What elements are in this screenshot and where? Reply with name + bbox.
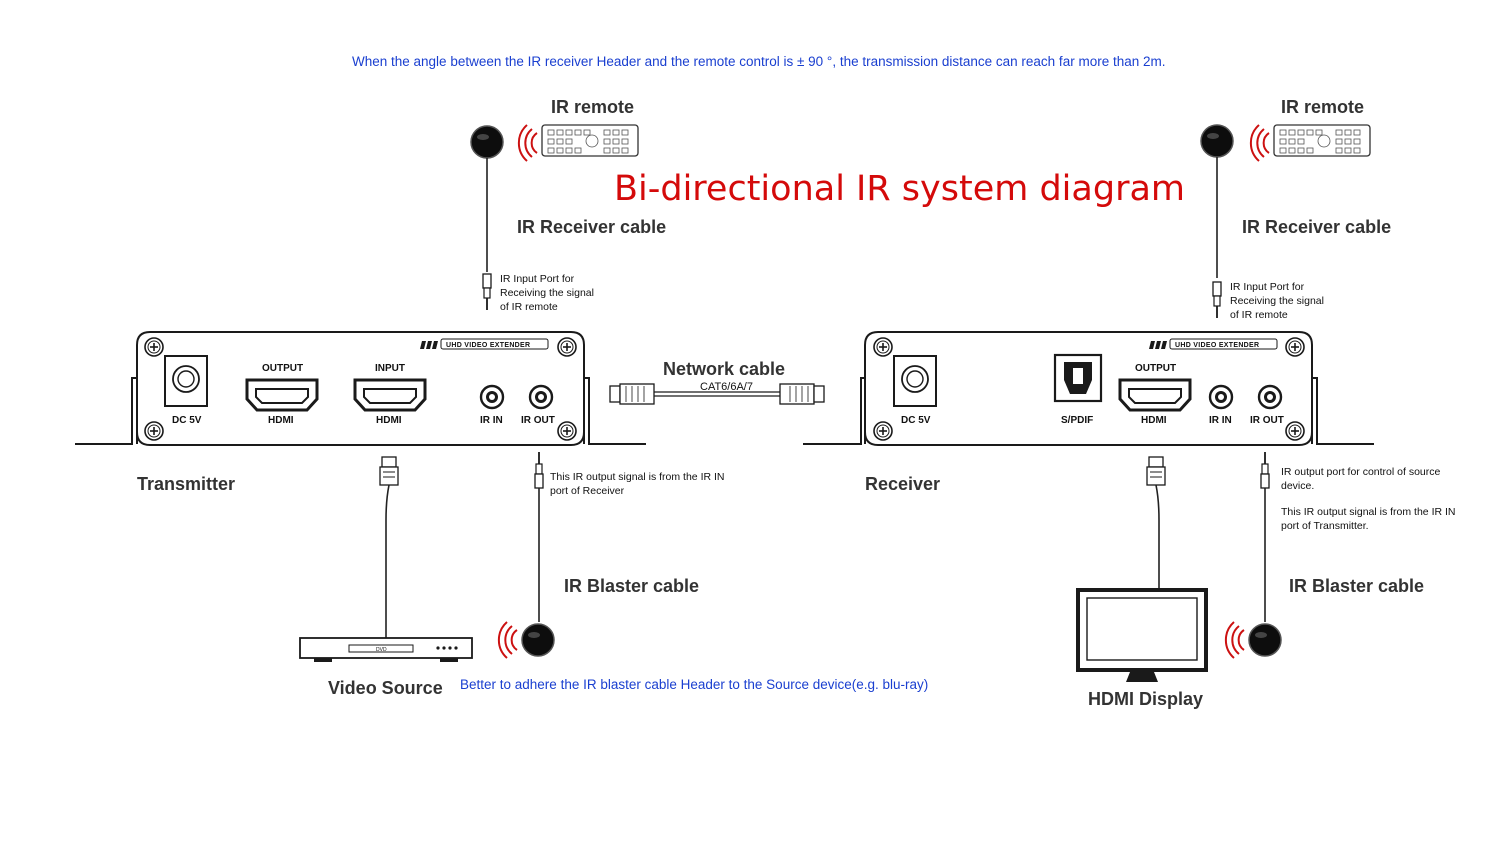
tx-ir-blaster-cable-label: IR Blaster cable [564, 576, 699, 596]
dvd-label: DVD [376, 647, 387, 653]
rx-ir-blaster-cable-label: IR Blaster cable [1289, 576, 1424, 596]
tx-output-label: OUTPUT [262, 363, 303, 374]
monitor-icon [1076, 588, 1208, 682]
rx-hdmi-plug-icon [1146, 456, 1166, 486]
tx-dc-label: DC 5V [172, 415, 202, 426]
rx-ir-output-note-line2: device. [1281, 480, 1314, 492]
rx-ir-receiver-cable-label: IR Receiver cable [1242, 217, 1391, 237]
video-source-label: Video Source [328, 678, 443, 698]
rx-badge-text: UHD VIDEO EXTENDER [1175, 342, 1259, 349]
tx-screw-icon-bl [144, 421, 164, 441]
rx-screw-icon-bl [873, 421, 893, 441]
tx-output-hdmi-label: HDMI [268, 415, 294, 426]
rx-ir-receiver-eye-icon [1200, 124, 1234, 158]
tx-screw-icon-br [557, 421, 577, 441]
header-note: When the angle between the IR receiver H… [352, 54, 1165, 69]
rx-ir-in-jack-icon [1208, 384, 1234, 410]
tx-ir-waves-icon [517, 124, 538, 162]
rx-output-label: OUTPUT [1135, 363, 1176, 374]
tx-device-body: UHD VIDEO EXTENDER DC 5V OUTPUT HDMI INP… [75, 331, 646, 446]
rx-dc-jack-icon [893, 355, 937, 407]
rx-ir-waves-icon [1249, 124, 1270, 162]
transmitter-group: IR remote IR Receiver cable IR Input Por… [75, 97, 727, 698]
rx-ir-output-note: IR output port for control of source dev… [1281, 466, 1458, 532]
rx-ir-out-label: IR OUT [1250, 415, 1284, 426]
network-cable-spec: CAT6/6A/7 [700, 381, 753, 393]
tx-ir-out-jack-icon [528, 384, 554, 410]
rj45-connector-icon-left [609, 383, 655, 405]
rx-ir-in-label: IR IN [1209, 415, 1232, 426]
rx-hdmi-cable-line [1155, 484, 1160, 590]
tx-ir-remote-label: IR remote [551, 97, 634, 117]
rx-ir-output-note-line5: port of Transmitter. [1281, 520, 1369, 532]
rx-screw-icon-br [1285, 421, 1305, 441]
rx-screw-icon-tr [1285, 337, 1305, 357]
dvd-player-icon: DVD [299, 637, 473, 662]
hdmi-display-label: HDMI Display [1088, 689, 1203, 709]
tx-hdmi-input-port-icon [353, 378, 427, 412]
rx-output-hdmi-label: HDMI [1141, 415, 1167, 426]
rx-ir-input-jack-icon [1212, 281, 1222, 319]
tx-ir-input-note-line1: IR Input Port for [500, 273, 575, 285]
rx-device-body: UHD VIDEO EXTENDER DC 5V S/PDIF OUTPUT H… [803, 331, 1374, 446]
tx-name-label: Transmitter [137, 474, 235, 494]
tx-ir-output-note-line2: port of Receiver [550, 485, 625, 497]
tx-badge-text: UHD VIDEO EXTENDER [446, 342, 530, 349]
diagram-title: Bi-directional IR system diagram [614, 169, 1185, 209]
tx-hdmi-plug-icon [379, 456, 399, 486]
tx-ir-receiver-cable-label: IR Receiver cable [517, 217, 666, 237]
tx-dc-jack-icon [164, 355, 208, 407]
tx-ir-input-note-line2: Receiving the signal [500, 287, 594, 299]
tx-input-label: INPUT [375, 363, 405, 374]
tx-ir-input-note: IR Input Port for Receiving the signal o… [500, 273, 597, 313]
tx-badge: UHD VIDEO EXTENDER [420, 338, 549, 350]
rx-spdif-port-icon [1053, 353, 1103, 403]
rx-ir-input-note: IR Input Port for Receiving the signal o… [1230, 281, 1327, 321]
network-cable-group: Network cable CAT6/6A/7 [609, 359, 825, 405]
tx-ir-remote-icon [541, 124, 639, 157]
tx-hdmi-cable-line [385, 484, 390, 640]
tx-ir-in-label: IR IN [480, 415, 503, 426]
tx-ir-receiver-eye-icon [470, 125, 504, 159]
rx-ir-input-note-line3: of IR remote [1230, 309, 1288, 321]
receiver-group: IR remote IR Receiver cable IR Input Por… [803, 97, 1458, 709]
rx-ir-output-note-line1: IR output port for control of source [1281, 466, 1440, 478]
tx-screw-icon-tr [557, 337, 577, 357]
tx-ir-blaster-eye-icon [521, 623, 555, 657]
rx-ir-input-note-line2: Receiving the signal [1230, 295, 1324, 307]
tx-screw-icon-tl [144, 337, 164, 357]
rx-ir-blaster-jack-icon [1260, 452, 1270, 489]
rx-ir-blaster-waves-icon [1224, 621, 1245, 659]
rx-screw-icon-tl [873, 337, 893, 357]
tx-ir-blaster-waves-icon [497, 621, 518, 659]
rx-hdmi-output-port-icon [1118, 378, 1192, 412]
rx-ir-remote-icon [1273, 124, 1371, 157]
tx-ir-input-jack-icon [482, 273, 492, 311]
tx-ir-output-note-line1: This IR output signal is from the IR IN [550, 471, 724, 483]
rx-name-label: Receiver [865, 474, 940, 494]
bottom-note: Better to adhere the IR blaster cable He… [460, 677, 928, 692]
tx-ir-output-note: This IR output signal is from the IR IN … [550, 471, 727, 497]
rj45-connector-icon-right [779, 383, 825, 405]
rx-ir-out-jack-icon [1257, 384, 1283, 410]
rx-dc-label: DC 5V [901, 415, 931, 426]
network-cable-label: Network cable [663, 359, 785, 379]
rx-spdif-label: S/PDIF [1061, 415, 1093, 426]
rx-ir-input-note-line1: IR Input Port for [1230, 281, 1305, 293]
rx-ir-output-note-line4: This IR output signal is from the IR IN [1281, 506, 1455, 518]
rx-ir-remote-label: IR remote [1281, 97, 1364, 117]
tx-ir-blaster-jack-icon [534, 452, 544, 489]
network-cable-line [654, 391, 780, 397]
rx-ir-blaster-eye-icon [1248, 623, 1282, 657]
tx-ir-out-label: IR OUT [521, 415, 555, 426]
tx-ir-input-note-line3: of IR remote [500, 301, 558, 313]
tx-hdmi-output-port-icon [245, 378, 319, 412]
tx-input-hdmi-label: HDMI [376, 415, 402, 426]
rx-badge: UHD VIDEO EXTENDER [1149, 338, 1278, 350]
tx-ir-in-jack-icon [479, 384, 505, 410]
